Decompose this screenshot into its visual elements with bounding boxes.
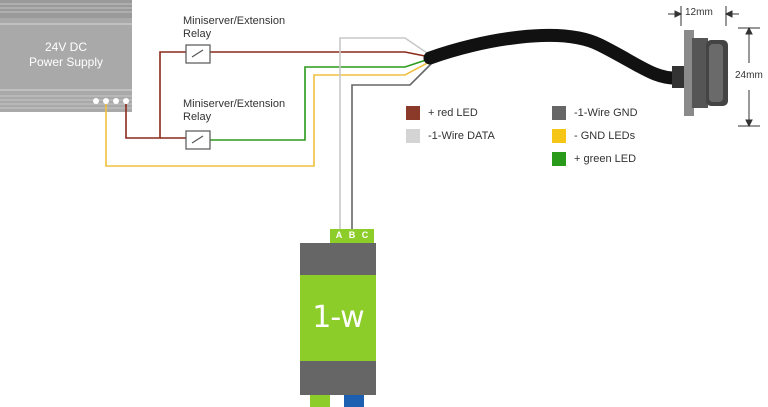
terminal-1	[93, 98, 99, 104]
relay-top-symbol	[185, 44, 211, 64]
button-device	[672, 30, 728, 116]
dimension-width: 12mm	[685, 7, 713, 18]
legend-swatch	[552, 129, 566, 143]
legend-swatch	[552, 152, 566, 166]
relay-top-line2: Relay	[183, 28, 212, 40]
power-supply-label: 24V DC Power Supply	[2, 40, 130, 70]
wires	[105, 37, 435, 232]
legend-item-1wire-data: -1-Wire DATA	[406, 129, 495, 143]
terminal-a-label: A	[335, 230, 343, 240]
legend-swatch	[406, 106, 420, 120]
legend-label: + green LED	[574, 153, 637, 165]
terminal-2	[103, 98, 109, 104]
relay-bottom-label: Miniserver/Extension Relay	[183, 98, 285, 124]
legend-label: - GND LEDs	[574, 130, 636, 142]
terminal-4	[123, 98, 129, 104]
terminal-c-label: C	[361, 230, 369, 240]
legend-item-green-led: + green LED	[552, 152, 636, 166]
legend-item-red-led: + red LED	[406, 106, 478, 120]
relay-top-line1: Miniserver/Extension	[183, 15, 286, 27]
relay-bottom-line2: Relay	[183, 111, 212, 123]
legend-swatch	[552, 106, 566, 120]
legend-item-gnd-leds: - GND LEDs	[552, 129, 635, 143]
legend-label: -1-Wire DATA	[428, 130, 495, 142]
relay-bottom-line1: Miniserver/Extension	[183, 98, 286, 110]
power-supply-line2: Power Supply	[28, 55, 104, 69]
legend-label: + red LED	[428, 107, 478, 119]
power-supply-line1: 24V DC	[44, 40, 88, 54]
legend-label: -1-Wire GND	[574, 107, 638, 119]
cable	[423, 29, 687, 85]
dimension-lines	[668, 6, 760, 128]
relay-bottom-symbol	[185, 130, 211, 150]
legend-item-1wire-gnd: -1-Wire GND	[552, 106, 638, 120]
relay-top-label: Miniserver/Extension Relay	[183, 15, 285, 41]
dimension-height: 24mm	[735, 70, 763, 81]
terminal-3	[113, 98, 119, 104]
power-supply-box	[0, 0, 132, 112]
legend-swatch	[406, 129, 420, 143]
terminal-b-label: B	[348, 230, 356, 240]
onewire-module-label: 1-w	[312, 300, 364, 335]
onewire-module	[300, 229, 376, 407]
